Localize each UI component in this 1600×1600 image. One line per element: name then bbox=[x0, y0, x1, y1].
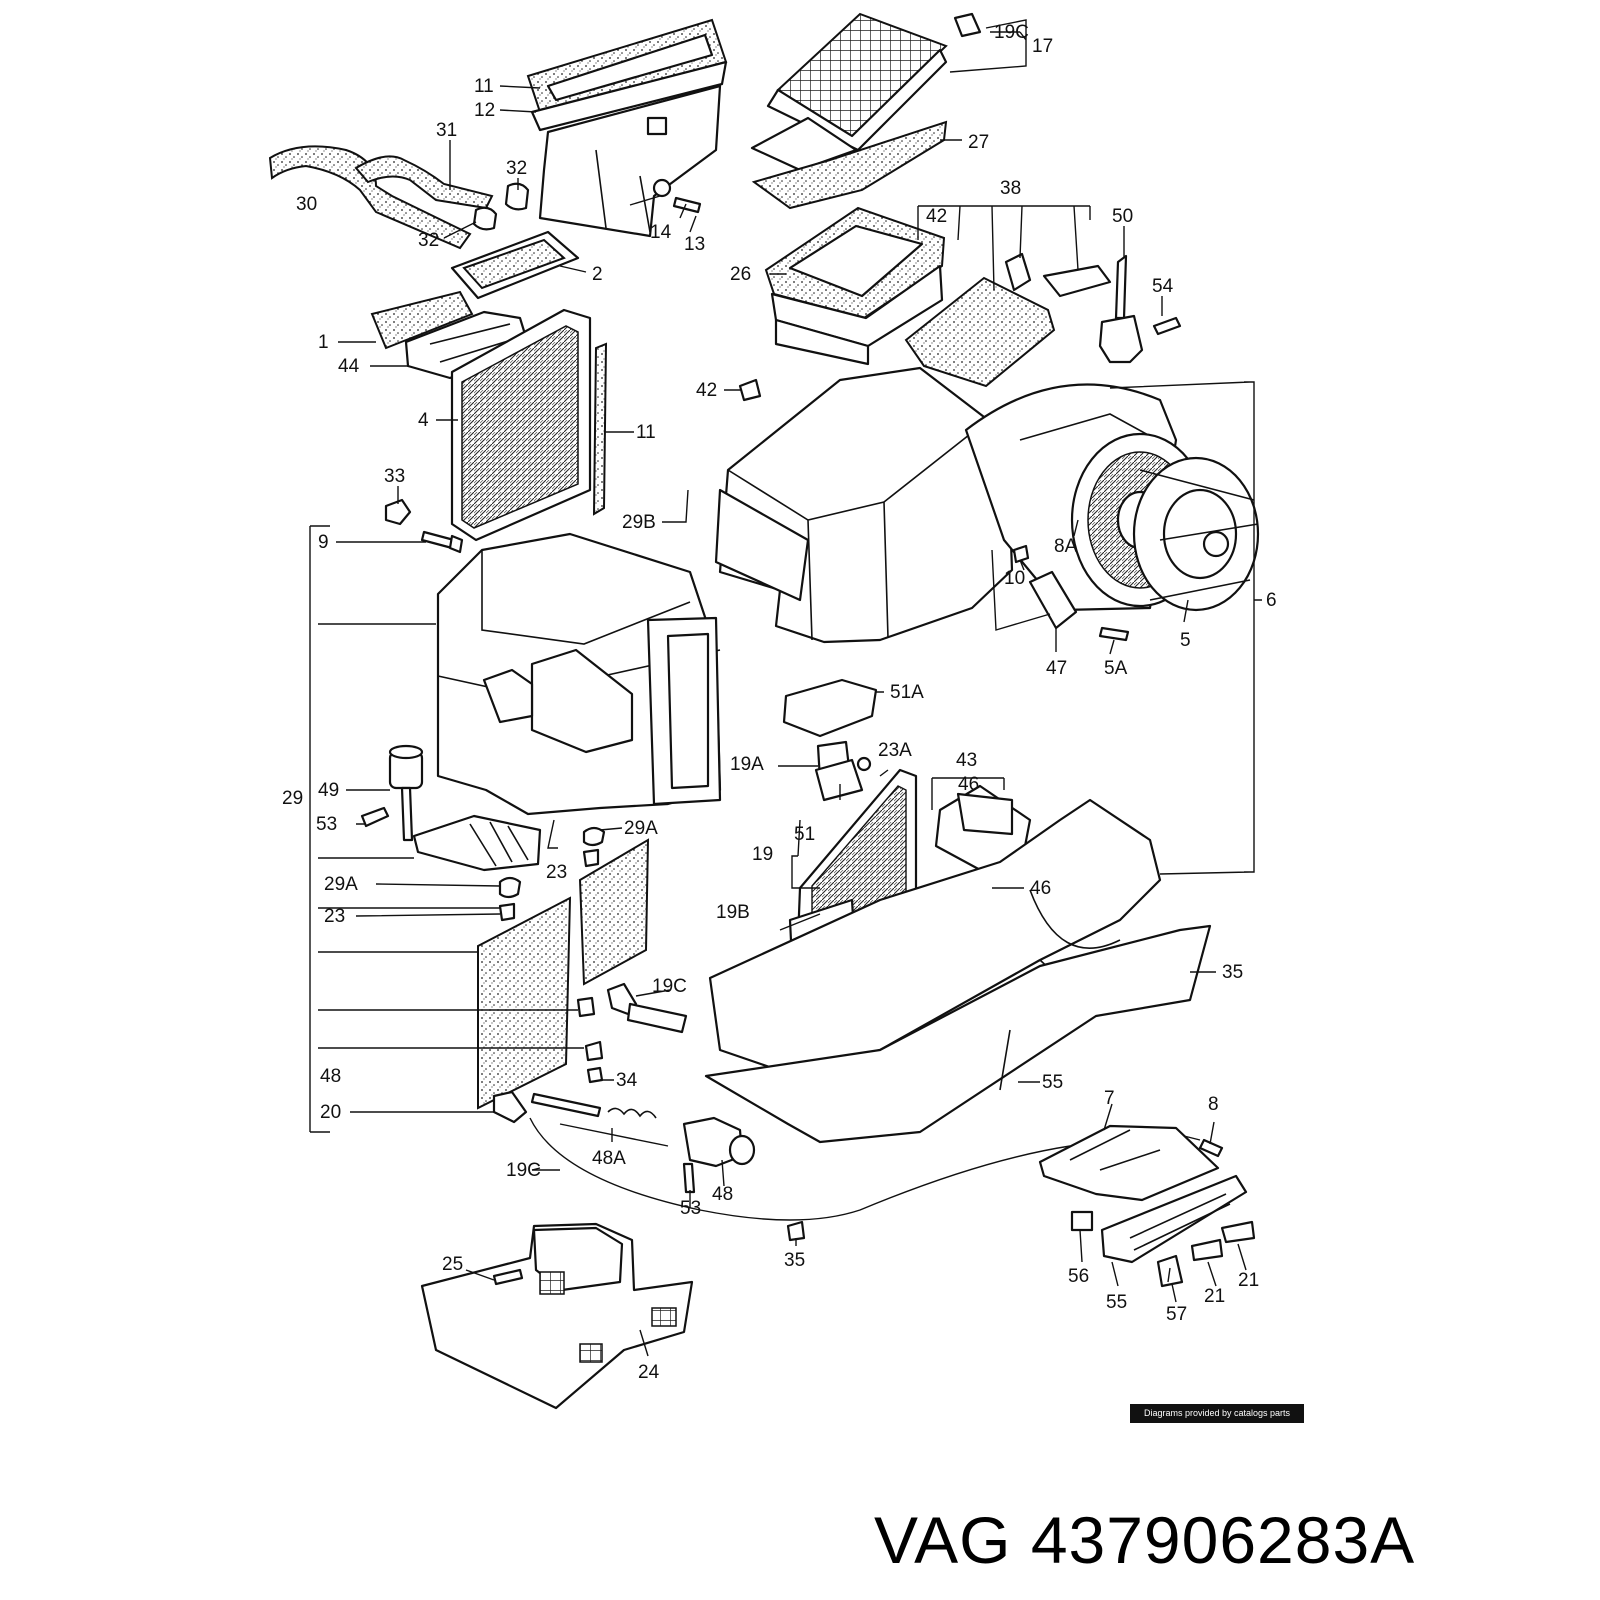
callout-label: 23A bbox=[878, 740, 912, 761]
callout-label: 34 bbox=[616, 1070, 638, 1091]
callout-label: 48 bbox=[712, 1184, 733, 1205]
callout-label: 51 bbox=[794, 824, 815, 845]
callout-label: 38 bbox=[1000, 178, 1021, 199]
callout-label: 19B bbox=[716, 902, 750, 923]
callout-label: 31 bbox=[436, 120, 457, 141]
callout-label: 29 bbox=[282, 788, 303, 809]
callout-label: 50 bbox=[1112, 206, 1133, 227]
callout-label: 53 bbox=[680, 1198, 701, 1219]
callout-label: 17 bbox=[1032, 36, 1053, 57]
callout-label: 13 bbox=[684, 234, 705, 255]
callout-label: 6 bbox=[1266, 590, 1277, 611]
callout-label: 55 bbox=[1042, 1072, 1063, 1093]
callout-label: 49 bbox=[318, 780, 339, 801]
callout-label: 7 bbox=[1104, 1088, 1115, 1109]
diagram-credit-tag: Diagrams provided by catalogs parts bbox=[1130, 1404, 1304, 1423]
callout-label: 56 bbox=[1068, 1266, 1089, 1287]
callout-label: 51A bbox=[890, 682, 924, 703]
callout-label: 9 bbox=[318, 532, 329, 553]
callout-label: 12 bbox=[474, 100, 495, 121]
callout-label: 32 bbox=[506, 158, 527, 179]
callout-label: 19A bbox=[730, 754, 764, 775]
callout-label: 54 bbox=[1152, 276, 1174, 297]
callout-label: 5A bbox=[1104, 658, 1128, 679]
leader-lines bbox=[309, 19, 1262, 1357]
callout-label: 11 bbox=[474, 76, 494, 97]
callout-label: 1 bbox=[318, 332, 329, 353]
callout-label: 23 bbox=[546, 862, 567, 883]
callout-label: 14 bbox=[650, 222, 672, 243]
callout-label: 35 bbox=[1222, 962, 1243, 983]
callout-label: 19 bbox=[752, 844, 773, 865]
callout-label: 43 bbox=[956, 750, 977, 771]
callout-label: 8A bbox=[1054, 536, 1078, 557]
callout-label: 44 bbox=[338, 356, 360, 377]
callout-label: 10 bbox=[1004, 568, 1025, 589]
callout-label: 21 bbox=[1204, 1286, 1225, 1307]
callout-label: 24 bbox=[638, 1362, 660, 1383]
callout-label: 19C bbox=[994, 22, 1029, 43]
callout-label: 19C bbox=[506, 1160, 541, 1181]
callout-label: 8 bbox=[1208, 1094, 1219, 1115]
part-drawings bbox=[268, 12, 1260, 1410]
callout-label: 46 bbox=[958, 774, 979, 795]
callout-label: 48A bbox=[592, 1148, 626, 1169]
callout-label: 46 bbox=[1030, 878, 1051, 899]
callout-label: 55 bbox=[1106, 1292, 1127, 1313]
callout-label: 29A bbox=[624, 818, 658, 839]
callout-label: 47 bbox=[1046, 658, 1067, 679]
callout-label: 35 bbox=[784, 1250, 805, 1271]
callout-label: 53 bbox=[316, 814, 337, 835]
callout-label: 5 bbox=[1180, 630, 1191, 651]
callout-label: 25 bbox=[442, 1254, 463, 1275]
callout-label: 4 bbox=[418, 410, 429, 431]
callout-label: 48 bbox=[320, 1066, 341, 1087]
callout-labels: 11 12 17 19C 27 31 32 30 32 14 13 2 1 44… bbox=[282, 22, 1277, 1383]
callout-label: 33 bbox=[384, 466, 405, 487]
callout-label: 30 bbox=[296, 194, 317, 215]
callout-label: 23 bbox=[324, 906, 345, 927]
callout-label: 32 bbox=[418, 230, 439, 251]
callout-label: 42 bbox=[926, 206, 947, 227]
part-number-title: VAG 437906283A bbox=[874, 1503, 1416, 1577]
callout-label: 20 bbox=[320, 1102, 341, 1123]
callout-label: 57 bbox=[1166, 1304, 1187, 1325]
callout-label: 42 bbox=[696, 380, 717, 401]
callout-label: 11 bbox=[636, 422, 656, 443]
callout-label: 26 bbox=[730, 264, 751, 285]
callout-label: 2 bbox=[592, 264, 603, 285]
callout-label: 19C bbox=[652, 976, 687, 997]
callout-label: 27 bbox=[968, 132, 989, 153]
callout-label: 21 bbox=[1238, 1270, 1259, 1291]
callout-label: 29B bbox=[622, 512, 656, 533]
callout-label: 29A bbox=[324, 874, 358, 895]
